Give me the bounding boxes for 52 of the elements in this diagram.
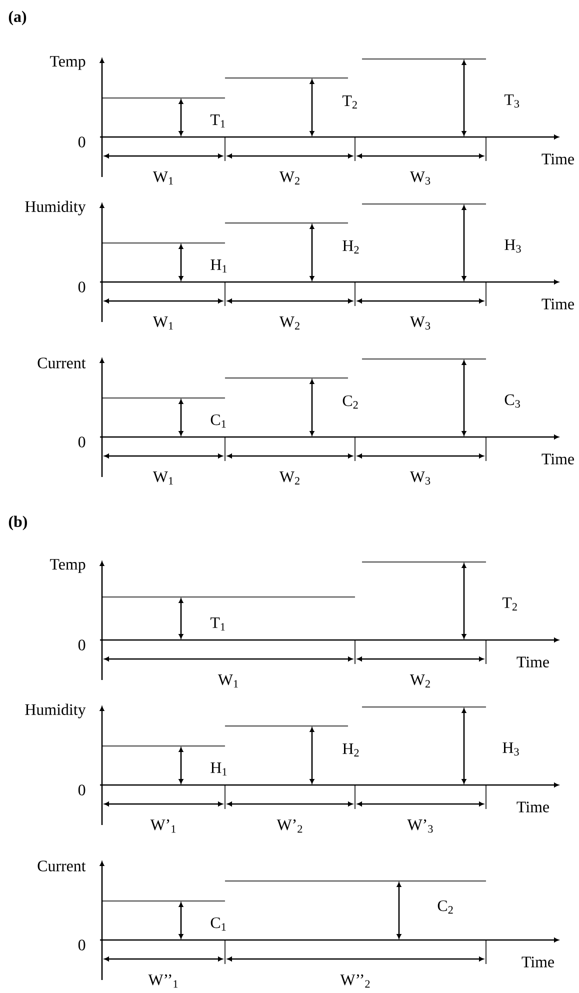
width-label: W’$_{2}$: [276, 819, 302, 833]
width-label: W$_{2}$: [279, 472, 300, 485]
width-label: W$_{3}$: [410, 471, 430, 485]
level-label: T$_{3}$: [504, 94, 520, 108]
width-label: W’’$_{2}$: [340, 974, 370, 988]
level-label: H$_{2}$: [342, 744, 359, 757]
axis-label: Temp: [50, 56, 86, 70]
axis-tick-label: 0: [78, 436, 86, 448]
axis-tick-label: 0: [78, 940, 86, 950]
axis-tick-label: 0: [78, 640, 86, 650]
axis-tick-label: 0: [78, 282, 86, 292]
width-label: W$_{3}$: [410, 171, 430, 185]
level-label: H$_{3}$: [504, 239, 521, 253]
level-label: T$_{2}$: [342, 96, 357, 109]
axis-tick-label: 0: [78, 136, 86, 148]
width-label: W$_{1}$: [218, 674, 238, 688]
panel-label: (a): [8, 10, 26, 26]
level-label: T$_{1}$: [210, 114, 225, 128]
width-label: W$_{2}$: [279, 172, 300, 185]
level-label: T$_{2}$: [502, 598, 517, 611]
axis-label: Time: [542, 154, 574, 164]
axis-label: Current: [38, 860, 86, 872]
width-label: W’’$_{1}$: [148, 974, 178, 988]
axis-label: Current: [38, 358, 86, 368]
level-label: C$_{2}$: [438, 900, 453, 914]
panel-label: (b): [8, 516, 27, 530]
axis-label: Temp: [50, 559, 86, 573]
width-label: W$_{1}$: [152, 316, 173, 330]
width-label: W$_{2}$: [410, 674, 430, 688]
level-label: T$_{1}$: [210, 618, 225, 631]
width-label: W$_{1}$: [152, 472, 173, 485]
level-label: C$_{3}$: [504, 394, 520, 408]
axis-label: Time: [542, 298, 574, 310]
axis-label: Humidity: [25, 704, 86, 718]
level-label: C$_{1}$: [210, 917, 226, 931]
level-label: C$_{2}$: [342, 395, 358, 409]
width-label: W$_{1}$: [152, 172, 173, 185]
level-label: C$_{1}$: [210, 414, 226, 428]
width-label: W$_{2}$: [279, 316, 300, 330]
level-label: H$_{3}$: [502, 742, 519, 756]
axis-label: Humidity: [25, 200, 86, 216]
width-label: W’$_{3}$: [407, 819, 433, 833]
width-label: W$_{3}$: [410, 316, 430, 330]
width-label: W’$_{1}$: [150, 819, 176, 833]
axis-label: Time: [522, 956, 554, 968]
level-label: H$_{1}$: [210, 762, 227, 776]
axis-label: Time: [516, 802, 549, 812]
level-label: H$_{1}$: [210, 260, 227, 273]
axis-label: Time: [542, 454, 574, 464]
level-label: H$_{2}$: [342, 240, 359, 254]
axis-label: Time: [516, 656, 549, 668]
axis-tick-label: 0: [78, 784, 86, 796]
